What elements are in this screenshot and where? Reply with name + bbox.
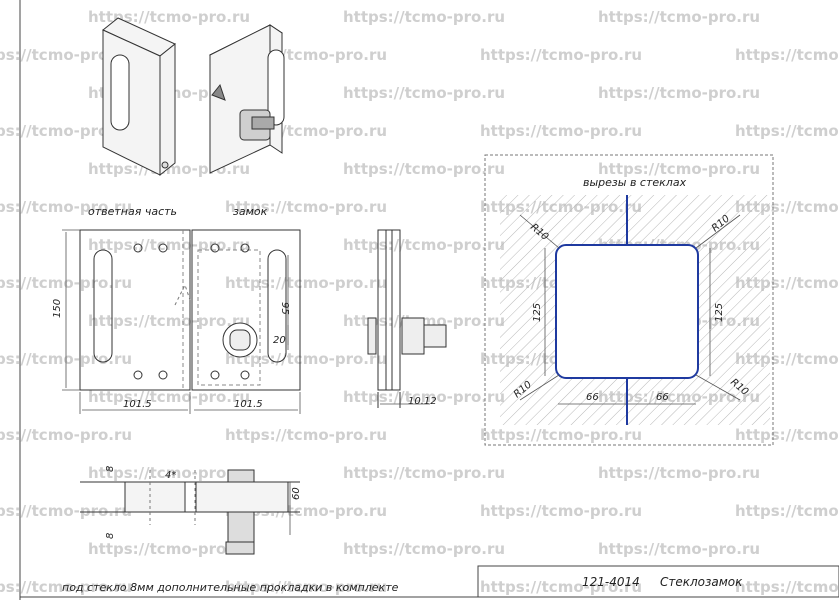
- watermark-text: https://tcmo-pro.ru: [88, 540, 250, 558]
- dim-20: 20: [273, 335, 286, 346]
- watermark-text: https://tcmo-pro.ru: [0, 198, 132, 216]
- watermark-text: https://tcmo-pro.ru: [88, 388, 250, 406]
- watermark-text: https://tcmo-pro.ru: [598, 84, 760, 102]
- glass-cutouts-panel: [484, 154, 774, 446]
- watermark-text: https://tcmo-pro.ru: [735, 46, 839, 64]
- watermark-text: https://tcmo-pro.ru: [343, 388, 505, 406]
- watermark-text: https://tcmo-pro.ru: [480, 122, 642, 140]
- sheet-frame: [19, 0, 839, 600]
- watermark-text: https://tcmo-pro.ru: [735, 578, 839, 596]
- watermark-text: https://tcmo-pro.ru: [0, 578, 132, 596]
- dim-height-150: 150: [52, 299, 63, 318]
- counter-part-label: ответная часть: [88, 205, 177, 218]
- cutout-outline: [555, 244, 699, 379]
- front-lock: [191, 229, 301, 391]
- watermark-text: https://tcmo-pro.ru: [343, 464, 505, 482]
- watermark-text: https://tcmo-pro.ru: [480, 502, 642, 520]
- dim-side-60: 60: [291, 487, 302, 500]
- glass-hatch: [500, 195, 770, 425]
- watermark-text: https://tcmo-pro.ru: [225, 274, 387, 292]
- title-block: [477, 565, 839, 598]
- drawing-code: 121-4014: [582, 575, 640, 589]
- front-dimensions: [62, 229, 301, 414]
- watermark-text: https://tcmo-pro.ru: [88, 8, 250, 26]
- dim-width-66-right: 66: [656, 392, 669, 403]
- front-counter-part: [79, 229, 191, 391]
- watermark-text: https://tcmo-pro.ru: [0, 46, 132, 64]
- watermark-text: https://tcmo-pro.ru: [225, 578, 387, 596]
- side-view: [367, 229, 447, 408]
- kit-note: под стекло 8мм дополнительные прокладки …: [62, 581, 399, 594]
- dim-height-right: 125: [714, 303, 725, 322]
- dim-glass-top: 8: [105, 466, 116, 472]
- dim-gap: 4*: [165, 470, 176, 481]
- watermark-text: https://tcmo-pro.ru: [480, 426, 642, 444]
- dim-glass-bottom: 8: [105, 533, 116, 539]
- watermark-text: https://tcmo-pro.ru: [343, 236, 505, 254]
- dim-95: 95: [279, 302, 290, 315]
- watermark-text: https://tcmo-pro.ru: [343, 160, 505, 178]
- watermark-text: https://tcmo-pro.ru: [480, 578, 642, 596]
- section-view: [80, 469, 300, 555]
- watermark-text: https://tcmo-pro.ru: [598, 540, 760, 558]
- watermark-text: https://tcmo-pro.ru: [735, 426, 839, 444]
- watermark-text: https://tcmo-pro.ru: [598, 464, 760, 482]
- drawing-title: Стеклозамок: [660, 575, 743, 589]
- watermark-text: https://tcmo-pro.ru: [343, 8, 505, 26]
- dim-thickness: 10.12: [408, 396, 437, 407]
- watermark-text: https://tcmo-pro.ru: [88, 236, 250, 254]
- watermark-text: https://tcmo-pro.ru: [88, 464, 250, 482]
- isometric-counter-part: [102, 17, 176, 177]
- dim-width-right: 101.5: [234, 399, 263, 410]
- glass-cutouts-label: вырезы в стеклах: [583, 176, 687, 189]
- watermark-text: https://tcmo-pro.ru: [225, 350, 387, 368]
- watermark-text: https://tcmo-pro.ru: [88, 312, 250, 330]
- watermark-text: https://tcmo-pro.ru: [735, 122, 839, 140]
- isometric-lock: [209, 24, 285, 174]
- watermark-text: https://tcmo-pro.ru: [598, 160, 760, 178]
- watermark-text: https://tcmo-pro.ru: [225, 198, 387, 216]
- watermark-text: https://tcmo-pro.ru: [0, 502, 132, 520]
- watermark-text: https://tcmo-pro.ru: [598, 8, 760, 26]
- watermark-text: https://tcmo-pro.ru: [0, 426, 132, 444]
- watermark-text: https://tcmo-pro.ru: [480, 46, 642, 64]
- dim-width-left: 101.5: [123, 399, 152, 410]
- watermark-text: https://tcmo-pro.ru: [343, 84, 505, 102]
- watermark-text: https://tcmo-pro.ru: [225, 426, 387, 444]
- watermark-text: https://tcmo-pro.ru: [735, 502, 839, 520]
- dim-width-66-left: 66: [586, 392, 599, 403]
- lock-label: замок: [233, 205, 268, 218]
- watermark-text: https://tcmo-pro.ru: [0, 122, 132, 140]
- watermark-text: https://tcmo-pro.ru: [343, 540, 505, 558]
- dim-height-left: 125: [532, 303, 543, 322]
